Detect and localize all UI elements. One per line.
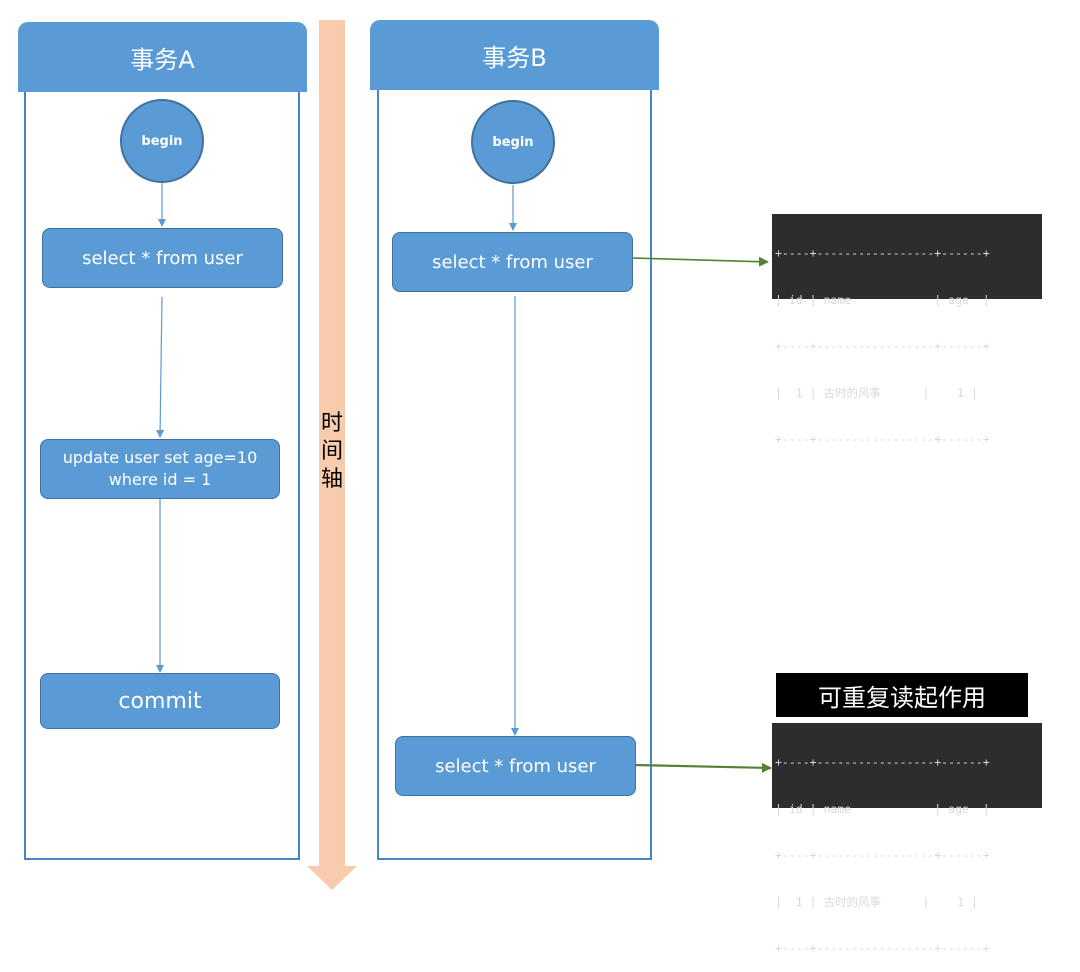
lane-b-select2-node: select * from user — [395, 736, 636, 796]
edge-b-select1-to-result — [631, 256, 769, 267]
result-table-second-border-bottom: +----+-----------------+------+ — [775, 941, 990, 955]
timeline-label: 时 间 轴 — [320, 410, 344, 494]
connector-layer — [156, 183, 772, 773]
lane-b-select1-node: select * from user — [392, 232, 633, 292]
result-table-first-border-mid: +----+-----------------+------+ — [775, 339, 990, 353]
lane-a-commit-node: commit — [40, 673, 280, 729]
result-table-first-row: | 1 | 古时的风筝 | 1 | — [775, 385, 978, 400]
result-table-first-header: | id | name | age | — [775, 292, 990, 307]
lane-a-select-label: select * from user — [82, 247, 243, 269]
result-table-first: +----+-----------------+------+ | id | n… — [772, 214, 1042, 446]
lane-a-update-line1: update user set age=10 — [62, 448, 258, 467]
timeline-char-2: 间 — [320, 439, 343, 464]
result-table-first-border-bottom: +----+-----------------+------+ — [775, 432, 990, 446]
edge-a-select-to-update — [156, 296, 165, 438]
lane-a-select-node: select * from user — [42, 228, 283, 288]
result-table-second-border-top: +----+-----------------+------+ — [775, 755, 990, 769]
lane-b-begin-node: begin — [471, 100, 555, 184]
result-table-second-row: | 1 | 古时的风筝 | 1 | — [775, 894, 978, 909]
lane-b-header: 事务B — [370, 20, 659, 90]
result-table-first-border-top: +----+-----------------+------+ — [775, 246, 990, 260]
lane-a-update-line2: where id = 1 — [108, 470, 212, 489]
result-table-second-border-mid: +----+-----------------+------+ — [775, 848, 990, 862]
result-table-second-header: | id | name | age | — [775, 801, 990, 816]
lane-a-commit-label: commit — [118, 688, 202, 714]
result-table-second: +----+-----------------+------+ | id | n… — [772, 723, 1042, 955]
lane-a-header: 事务A — [18, 22, 307, 92]
timeline-char-1: 时 — [320, 411, 343, 436]
timeline-arrowhead — [307, 866, 357, 890]
repeatable-read-caption: 可重复读起作用 — [776, 673, 1028, 717]
lane-a-begin-node: begin — [120, 99, 204, 183]
timeline-char-3: 轴 — [320, 467, 343, 492]
lane-b-select2-label: select * from user — [435, 755, 596, 777]
lane-b-select1-label: select * from user — [432, 251, 593, 273]
edge-b-select2-to-result — [634, 762, 772, 773]
lane-a-update-node: update user set age=10 where id = 1 — [40, 439, 280, 499]
timeline-bar — [319, 20, 345, 868]
